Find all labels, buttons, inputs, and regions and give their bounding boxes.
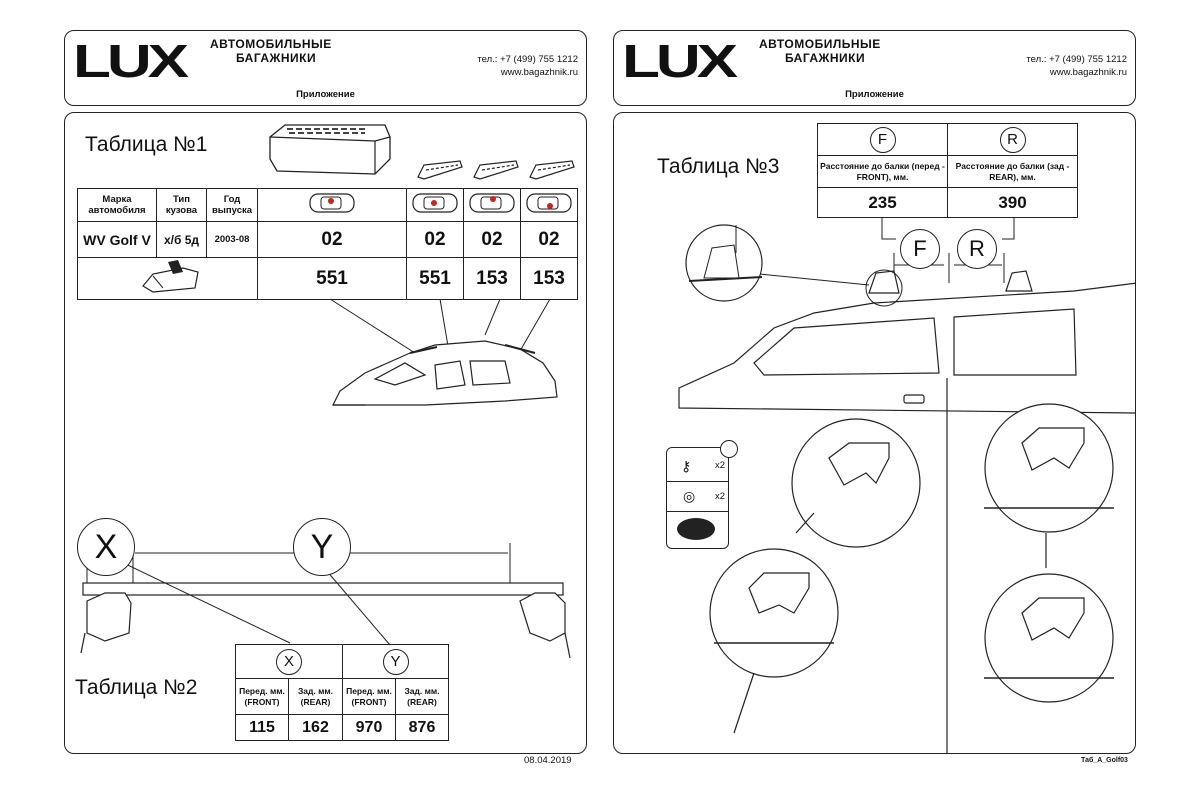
- parts-box: ⚷ x2 ◎ x2: [666, 440, 738, 549]
- table1-header-year: Год выпуска: [206, 188, 258, 222]
- contacts: тел.: +7 (499) 755 1212 www.bagazhnik.ru: [477, 53, 578, 79]
- table1-code-4: 02: [520, 221, 578, 258]
- circle-f-label: F: [900, 229, 940, 269]
- appendix-label: Приложение: [296, 89, 355, 100]
- table3-title: Таблица №3: [657, 155, 780, 178]
- tape-roll-icon: [677, 518, 715, 540]
- table2-value-y-rear: 876: [395, 714, 449, 741]
- table1-body: х/б 5д: [156, 221, 207, 258]
- parts-screw-row: ⚷ x2: [667, 448, 728, 482]
- website-link[interactable]: www.bagazhnik.ru: [1049, 67, 1127, 78]
- rack-kit-illustration: [269, 124, 391, 175]
- washer-qty: x2: [714, 491, 725, 502]
- car-roof-illustration: [329, 298, 558, 406]
- car-icon-cell-3: [463, 188, 521, 222]
- screw-qty: x2: [714, 460, 725, 471]
- car-top-view-icon: [412, 192, 458, 213]
- table2: X Y Перед. мм. (FRONT) Зад. мм. (REAR) П…: [235, 644, 449, 741]
- phone: тел.: +7 (499) 755 1212: [477, 54, 578, 65]
- rack-variant-icons: [417, 160, 575, 180]
- left-header: LUX АВТОМОБИЛЬНЫЕ БАГАЖНИКИ тел.: +7 (49…: [64, 30, 587, 106]
- footer-date: 08.04.2019: [524, 755, 572, 766]
- table2-header-x-rear: Зад. мм. (REAR): [288, 678, 343, 715]
- table1-code-2: 02: [406, 221, 464, 258]
- table1-length-2: 551: [406, 257, 464, 300]
- car-top-view-icon: [469, 192, 515, 213]
- right-header: LUX АВТОМОБИЛЬНЫЕ БАГАЖНИКИ тел.: +7 (49…: [613, 30, 1136, 106]
- logo-mark: LUX: [73, 35, 189, 87]
- footer-code: Таб_А_Golf03: [1081, 757, 1128, 764]
- table2-header-x-front: Перед. мм. (FRONT): [235, 678, 289, 715]
- table2-value-y-front: 970: [342, 714, 396, 741]
- table2-value-x-rear: 162: [288, 714, 343, 741]
- screw-icon: ⚷: [681, 458, 692, 474]
- appendix-label: Приложение: [845, 89, 904, 100]
- car-icon-cell-4: [520, 188, 578, 222]
- table1: Марка автомобиля Тип кузова Год выпуска: [77, 188, 578, 300]
- circle-x-label: X: [77, 518, 135, 576]
- right-content: Таблица №3 F R Расстояние до балки (пере…: [613, 112, 1136, 754]
- rack-front-view-illustration: [80, 543, 571, 659]
- table3: F R Расстояние до балки (перед - FRONT),…: [817, 123, 1078, 218]
- table3-value-rear: 390: [947, 187, 1078, 218]
- car-top-view-icon: [526, 192, 572, 213]
- table3-header-rear: Расстояние до балки (зад - REAR), мм.: [947, 155, 1078, 188]
- logo-subtitle: АВТОМОБИЛЬНЫЕ БАГАЖНИКИ: [759, 37, 881, 65]
- bracket-icon: [141, 260, 199, 293]
- table1-code-1: 02: [257, 221, 407, 258]
- table2-header-y-front: Перед. мм. (FRONT): [342, 678, 396, 715]
- table1-year: 2003-08: [206, 221, 258, 258]
- left-page: LUX АВТОМОБИЛЬНЫЕ БАГАЖНИКИ тел.: +7 (49…: [64, 30, 587, 766]
- table1-length-4: 153: [520, 257, 578, 300]
- circle-y-label: Y: [293, 518, 351, 576]
- washer-icon: ◎: [683, 488, 696, 504]
- table2-value-x-front: 115: [235, 714, 289, 741]
- table1-length-1: 551: [257, 257, 407, 300]
- table1-length-3: 153: [463, 257, 521, 300]
- logo-mark: LUX: [622, 35, 738, 87]
- table1-code-3: 02: [463, 221, 521, 258]
- circle-r-label: R: [957, 229, 997, 269]
- left-content: Таблица №1 Марка автомобиля Тип кузова Г…: [64, 112, 587, 754]
- table3-header-front: Расстояние до балки (перед - FRONT), мм.: [817, 155, 948, 188]
- table2-x-header: X: [235, 644, 343, 679]
- car-icon-cell-2: [406, 188, 464, 222]
- parts-washer-row: ◎ x2: [667, 482, 728, 512]
- table1-title: Таблица №1: [85, 133, 208, 156]
- website-link[interactable]: www.bagazhnik.ru: [500, 67, 578, 78]
- table2-title: Таблица №2: [75, 676, 198, 699]
- right-page: LUX АВТОМОБИЛЬНЫЕ БАГАЖНИКИ тел.: +7 (49…: [613, 30, 1136, 764]
- table1-header-body: Тип кузова: [156, 188, 207, 222]
- lux-logo: LUX: [622, 38, 762, 84]
- table1-brand: WV Golf V: [77, 221, 157, 258]
- lux-logo: LUX: [73, 38, 213, 84]
- phone: тел.: +7 (499) 755 1212: [1026, 54, 1127, 65]
- table2-header-y-rear: Зад. мм. (REAR): [395, 678, 449, 715]
- magnifier-icon: [720, 440, 738, 458]
- table2-y-header: Y: [342, 644, 449, 679]
- logo-subtitle: АВТОМОБИЛЬНЫЕ БАГАЖНИКИ: [210, 37, 332, 65]
- installation-steps-illustration: [709, 403, 1114, 734]
- contacts: тел.: +7 (499) 755 1212 www.bagazhnik.ru: [1026, 53, 1127, 79]
- car-mounting-illustration: [678, 217, 1135, 753]
- car-top-view-icon: [309, 192, 355, 213]
- kit-bracket-cell: [77, 257, 258, 300]
